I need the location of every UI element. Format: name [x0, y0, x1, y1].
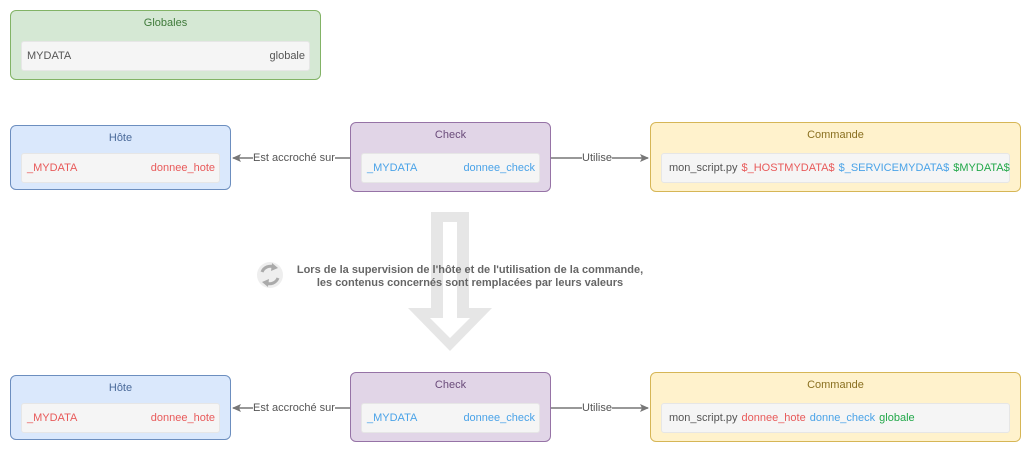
command-check-value: donne_check	[809, 412, 876, 424]
command-script: mon_script.py	[669, 412, 738, 424]
commande-title: Commande	[807, 379, 864, 391]
globales-value: globale	[269, 50, 305, 62]
globales-title: Globales	[143, 17, 188, 29]
globales-key: MYDATA	[27, 50, 72, 62]
substitution-note: Lors de la supervision de l'hôte et de l…	[290, 264, 650, 290]
edge-label-attached-bottom: Est accroché sur	[253, 402, 335, 414]
edge-label-attached-top: Est accroché sur	[253, 152, 335, 164]
note-line-2: les contenus concernés sont remplacées p…	[316, 277, 624, 289]
globales-variable-row: MYDATA globale	[21, 41, 310, 71]
hote-box-top[interactable]: Hôte _MYDATA donnee_hote	[10, 125, 231, 190]
hote-title: Hôte	[108, 132, 133, 144]
command-host-macro: $_HOSTMYDATA$	[741, 162, 835, 174]
hote-title: Hôte	[108, 382, 133, 394]
hote-key: _MYDATA	[27, 162, 78, 174]
hote-key: _MYDATA	[27, 412, 78, 424]
check-variable-row: _MYDATA donnee_check	[361, 403, 540, 433]
hote-value: donnee_hote	[150, 162, 215, 174]
check-variable-row: _MYDATA donnee_check	[361, 153, 540, 183]
check-value: donnee_check	[463, 412, 535, 424]
command-script: mon_script.py	[669, 162, 738, 174]
commande-line: mon_script.py $_HOSTMYDATA$ $_SERVICEMYD…	[661, 153, 1010, 183]
check-key: _MYDATA	[367, 162, 418, 174]
command-global-macro: $MYDATA$	[953, 162, 1010, 174]
check-key: _MYDATA	[367, 412, 418, 424]
check-box-bottom[interactable]: Check _MYDATA donnee_check	[350, 372, 551, 442]
edge-label-uses-bottom: Utilise	[582, 402, 612, 414]
command-global-value: globale	[879, 412, 915, 424]
commande-line: mon_script.py donnee_hote donne_check gl…	[661, 403, 1010, 433]
commande-box-top[interactable]: Commande mon_script.py $_HOSTMYDATA$ $_S…	[650, 122, 1021, 192]
check-value: donnee_check	[463, 162, 535, 174]
globales-box[interactable]: Globales MYDATA globale	[10, 10, 321, 80]
command-service-macro: $_SERVICEMYDATA$	[838, 162, 950, 174]
edge-label-uses-top: Utilise	[582, 152, 612, 164]
check-title: Check	[434, 379, 467, 391]
hote-value: donnee_hote	[150, 412, 215, 424]
command-host-value: donnee_hote	[741, 412, 806, 424]
hote-variable-row: _MYDATA donnee_hote	[21, 153, 220, 183]
hote-variable-row: _MYDATA donnee_hote	[21, 403, 220, 433]
commande-title: Commande	[807, 129, 864, 141]
hote-box-bottom[interactable]: Hôte _MYDATA donnee_hote	[10, 375, 231, 440]
check-title: Check	[434, 129, 467, 141]
commande-box-bottom[interactable]: Commande mon_script.py donnee_hote donne…	[650, 372, 1021, 442]
refresh-cycle-icon	[257, 262, 283, 288]
check-box-top[interactable]: Check _MYDATA donnee_check	[350, 122, 551, 192]
note-line-1: Lors de la supervision de l'hôte et de l…	[296, 264, 644, 276]
